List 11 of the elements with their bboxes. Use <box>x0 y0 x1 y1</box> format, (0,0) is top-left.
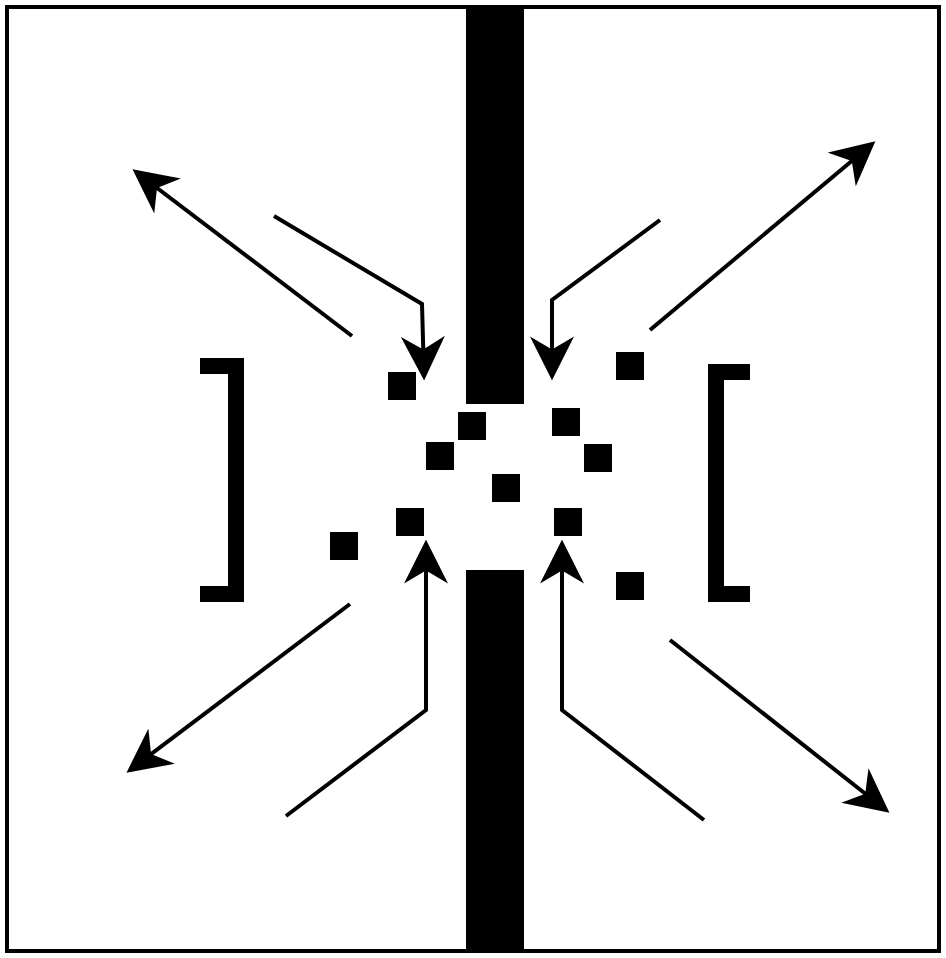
particle-square <box>554 508 582 536</box>
particle-square <box>616 352 644 380</box>
particle-square <box>552 408 580 436</box>
particle-square <box>584 444 612 472</box>
particle-square <box>492 474 520 502</box>
particle-square <box>330 532 358 560</box>
particle-square <box>396 508 424 536</box>
particle-square <box>458 412 486 440</box>
particle-square <box>388 372 416 400</box>
particle-square <box>426 442 454 470</box>
particle-square <box>616 572 644 600</box>
